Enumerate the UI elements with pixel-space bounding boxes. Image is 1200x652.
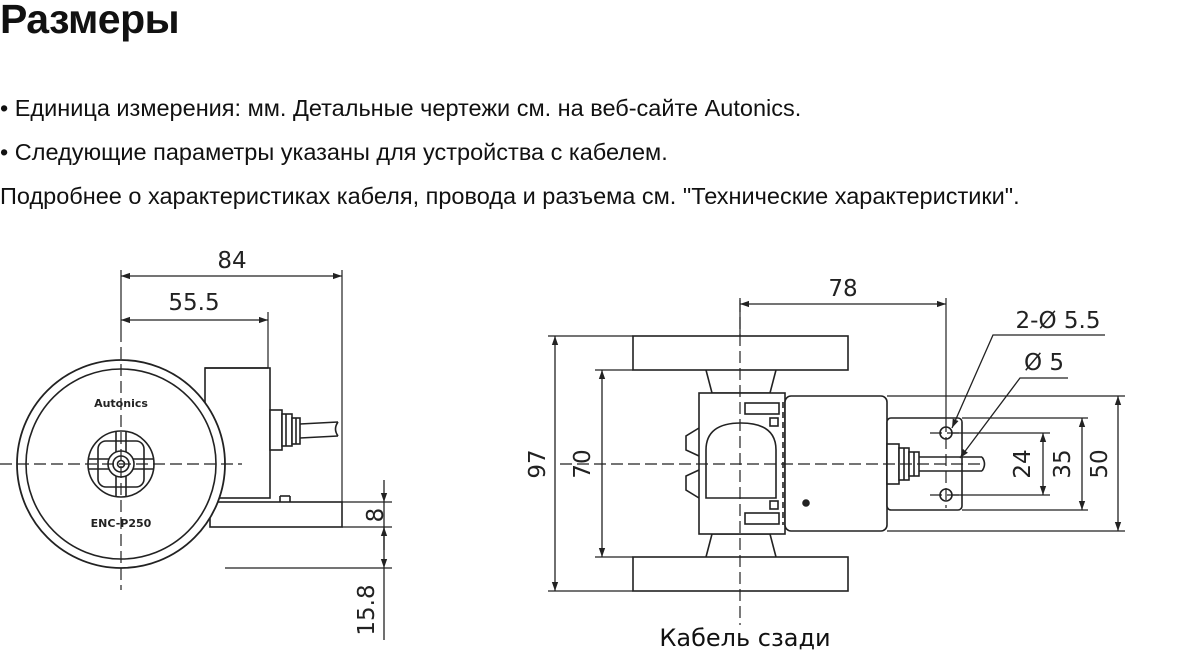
dim-cable-diameter: Ø 5 xyxy=(1024,350,1064,376)
page-title: Размеры xyxy=(0,0,180,42)
view-caption: Кабель сзади xyxy=(659,624,830,652)
cable xyxy=(299,421,339,439)
dim-total-length: 84 xyxy=(217,248,246,274)
brand-label: Autonics xyxy=(94,397,148,410)
dim-base-offset: 15.8 xyxy=(354,584,380,635)
dim-holes: 2-Ø 5.5 xyxy=(1016,308,1101,334)
dim-overall-height: 97 xyxy=(525,449,551,478)
note-cable-model: • Следующие параметры указаны для устрой… xyxy=(0,139,668,165)
dim-flange-height: 50 xyxy=(1087,449,1113,478)
cable-gland xyxy=(269,409,301,451)
model-label: ENC-P250 xyxy=(91,517,152,530)
dim-length: 78 xyxy=(828,276,857,302)
note-unit: • Единица измерения: мм. Детальные черте… xyxy=(0,95,802,121)
note-specs-reference: Подробнее о характеристиках кабеля, пров… xyxy=(0,183,1020,209)
dim-hole-spacing: 24 xyxy=(1010,449,1036,478)
dim-base-height: 8 xyxy=(363,508,389,523)
dim-flange-inner: 35 xyxy=(1050,449,1076,478)
notes: • Единица измерения: мм. Детальные черте… xyxy=(0,86,1200,218)
dim-body-length: 55.5 xyxy=(168,290,219,316)
side-view xyxy=(0,270,392,640)
top-view xyxy=(548,298,1125,625)
cable-top xyxy=(919,456,986,472)
base-plate xyxy=(209,501,343,528)
dim-body-height: 70 xyxy=(570,449,596,478)
wheel-dome xyxy=(705,422,777,499)
